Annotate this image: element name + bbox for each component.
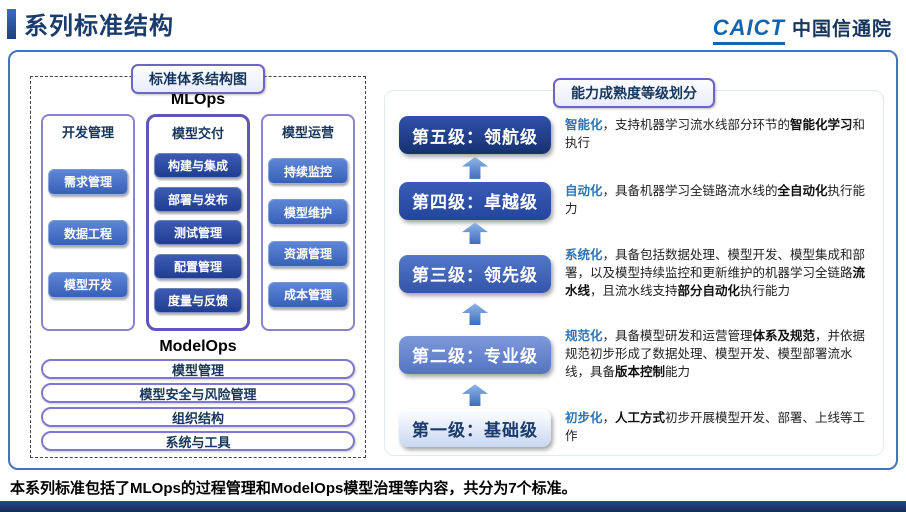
title-accent-bar (7, 9, 16, 39)
arrow-separator (399, 222, 875, 245)
maturity-level-row: 第二级：专业级规范化，具备模型研发和运营管理体系及规范，并依据规范初步形成了数据… (399, 328, 875, 381)
level-description: 自动化，具备机器学习全链路流水线的全自动化执行能力 (565, 183, 866, 216)
caict-logo-text: CAICT (712, 15, 785, 45)
mlops-column-1: 开发管理需求管理数据工程模型开发 (41, 114, 135, 331)
level-description: 智能化，支持机器学习流水线部分环节的智能化学习和执行 (565, 118, 866, 150)
modelops-bar: 系统与工具 (41, 431, 355, 451)
process-item: 度量与反馈 (154, 288, 242, 314)
level-badge: 第一级：基础级 (399, 409, 551, 447)
modelops-bars: 模型管理模型安全与风险管理组织结构系统与工具 (31, 359, 365, 451)
standard-structure-badge: 标准体系结构图 (131, 64, 265, 94)
column-title: 开发管理 (61, 125, 114, 140)
caict-logo: CAICT 中国信通院 (712, 14, 892, 45)
mlops-column-2: 模型交付构建与集成部署与发布测试管理配置管理度量与反馈 (146, 114, 250, 331)
up-arrow-icon (462, 222, 488, 245)
up-arrow-icon (462, 303, 488, 326)
arrow-separator (399, 156, 875, 179)
standard-structure-panel: 标准体系结构图 MLOps 开发管理需求管理数据工程模型开发模型交付构建与集成部… (30, 64, 366, 458)
process-item: 模型开发 (48, 271, 128, 298)
process-item: 构建与集成 (154, 152, 242, 178)
modelops-bar: 模型管理 (41, 359, 355, 379)
mlops-column-3: 模型运营持续监控模型维护资源管理成本管理 (261, 114, 355, 331)
maturity-level-row: 第四级：卓越级自动化，具备机器学习全链路流水线的全自动化执行能力 (399, 181, 875, 220)
process-item: 资源管理 (268, 240, 348, 267)
mlops-label: MLOps (170, 91, 226, 108)
process-item: 测试管理 (154, 220, 242, 246)
process-item: 需求管理 (48, 168, 128, 195)
process-item: 模型维护 (268, 199, 348, 226)
process-item: 成本管理 (268, 281, 348, 308)
maturity-level-row: 第三级：领先级系统化，具备包括数据处理、模型开发、模型集成和部署，以及模型持续监… (399, 247, 875, 300)
modelops-label: ModelOps (159, 338, 237, 355)
footer-summary-text: 本系列标准包括了MLOps的过程管理和ModelOps模型治理等内容，共分为7个… (10, 480, 577, 497)
caict-logo-name: 中国信通院 (791, 19, 892, 40)
level-badge: 第三级：领先级 (399, 254, 551, 293)
up-arrow-icon (462, 384, 488, 407)
modelops-bar: 模型安全与风险管理 (41, 383, 355, 403)
up-arrow-icon (462, 156, 488, 179)
column-items: 持续监控模型维护资源管理成本管理 (263, 141, 353, 329)
maturity-level-row: 第一级：基础级初步化，人工方式初步开展模型开发、部署、上线等工作 (399, 409, 875, 447)
level-description: 规范化，具备模型研发和运营管理体系及规范，并依据规范初步形成了数据处理、模型开发… (565, 329, 866, 379)
process-item: 数据工程 (48, 220, 128, 246)
column-items: 构建与集成部署与发布测试管理配置管理度量与反馈 (149, 142, 247, 328)
column-items: 需求管理数据工程模型开发 (43, 141, 133, 329)
level-badge: 第五级：领航级 (399, 116, 551, 154)
process-item: 配置管理 (154, 254, 242, 280)
modelops-bar: 组织结构 (41, 407, 355, 427)
column-title: 模型交付 (171, 126, 224, 141)
maturity-panel: 能力成熟度等级划分 第五级：领航级智能化，支持机器学习流水线部分环节的智能化学习… (384, 78, 884, 456)
maturity-levels: 第五级：领航级智能化，支持机器学习流水线部分环节的智能化学习和执行第四级：卓越级… (393, 108, 875, 449)
process-item: 持续监控 (268, 158, 348, 185)
maturity-level-row: 第五级：领航级智能化，支持机器学习流水线部分环节的智能化学习和执行 (399, 116, 875, 154)
page-title: 系列标准结构 (24, 13, 174, 40)
mlops-columns: 开发管理需求管理数据工程模型开发模型交付构建与集成部署与发布测试管理配置管理度量… (31, 114, 365, 331)
level-description: 初步化，人工方式初步开展模型开发、部署、上线等工作 (565, 411, 866, 443)
level-badge: 第四级：卓越级 (399, 181, 551, 220)
arrow-separator (399, 303, 875, 326)
process-item: 部署与发布 (154, 186, 242, 212)
bottom-navy-bar (0, 501, 906, 512)
arrow-separator (399, 384, 875, 407)
column-title: 模型运营 (281, 125, 334, 140)
maturity-badge: 能力成熟度等级划分 (553, 78, 715, 108)
main-content-frame: 标准体系结构图 MLOps 开发管理需求管理数据工程模型开发模型交付构建与集成部… (8, 50, 898, 470)
level-badge: 第二级：专业级 (399, 335, 551, 374)
level-description: 系统化，具备包括数据处理、模型开发、模型集成和部署，以及模型持续监控和更新维护的… (565, 248, 866, 298)
